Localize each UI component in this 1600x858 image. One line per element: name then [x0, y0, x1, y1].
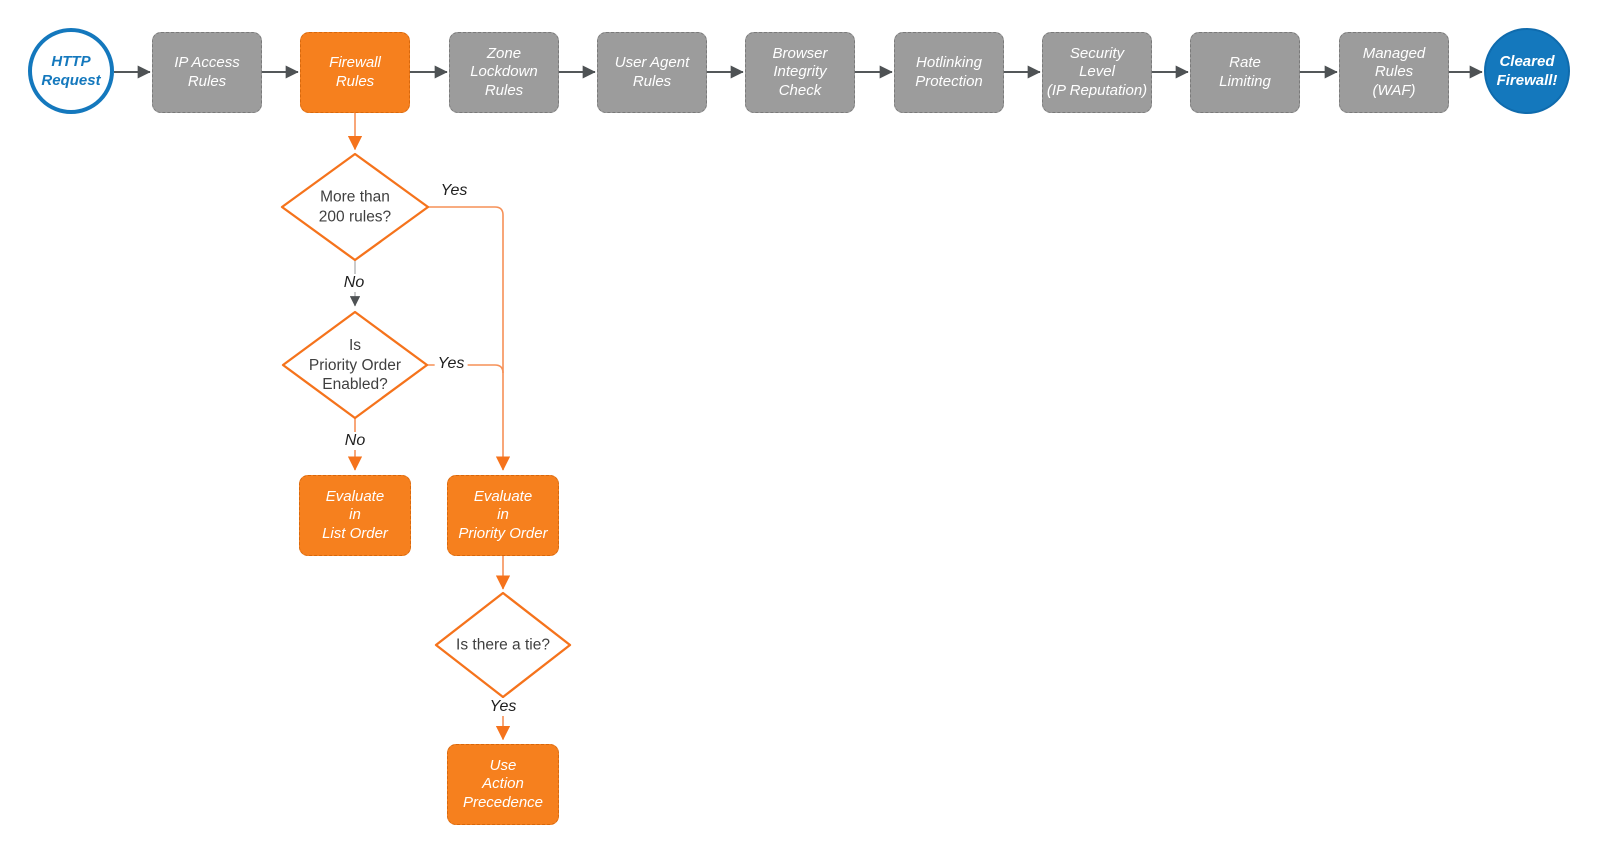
decision3-diamond: [434, 591, 572, 699]
evaluate-priority-order-label: Evaluate in Priority Order: [458, 487, 548, 542]
node-http-request: HTTP Request: [28, 28, 114, 114]
security-level-label: Security Level (IP Reputation): [1046, 44, 1148, 99]
connector-decision1-yes: [428, 206, 511, 471]
connector-decision2-yes: [427, 364, 504, 374]
node-user-agent-rules: User Agent Rules: [597, 32, 707, 113]
user-agent-rules-label: User Agent Rules: [614, 54, 690, 90]
cleared-firewall-label: Cleared Firewall!: [1496, 53, 1558, 89]
use-action-precedence-label: Use Action Precedence: [462, 756, 544, 811]
edge-label-yes2: Yes: [434, 355, 468, 373]
node-browser-integrity-check: Browser Integrity Check: [745, 32, 855, 113]
node-ip-access-rules: IP Access Rules: [152, 32, 262, 113]
node-cleared-firewall: Cleared Firewall!: [1484, 28, 1570, 114]
node-rate-limiting: Rate Limiting: [1190, 32, 1300, 113]
node-evaluate-priority-order: Evaluate in Priority Order: [447, 475, 559, 556]
node-managed-rules-waf: Managed Rules (WAF): [1339, 32, 1449, 113]
edge-label-no1: No: [340, 274, 368, 292]
ip-access-rules-label: IP Access Rules: [174, 54, 240, 90]
node-use-action-precedence: Use Action Precedence: [447, 744, 559, 825]
node-security-level: Security Level (IP Reputation): [1042, 32, 1152, 113]
decision2-text: Is Priority Order Enabled?: [308, 336, 402, 393]
browser-integrity-check-label: Browser Integrity Check: [772, 44, 828, 99]
evaluate-list-order-label: Evaluate in List Order: [322, 487, 388, 542]
edge-label-no2: No: [341, 432, 369, 450]
hotlinking-protection-label: Hotlinking Protection: [915, 54, 983, 90]
zone-lockdown-rules-label: Zone Lockdown Rules: [470, 44, 538, 99]
edge-label-yes3: Yes: [486, 698, 520, 716]
firewall-rules-label: Firewall Rules: [329, 54, 381, 90]
decision-diamonds: [280, 152, 572, 699]
decision1-diamond: [280, 152, 430, 262]
node-hotlinking-protection: Hotlinking Protection: [894, 32, 1004, 113]
rate-limiting-label: Rate Limiting: [1219, 54, 1271, 90]
decision2-diamond: [281, 310, 429, 420]
edge-label-yes1: Yes: [437, 182, 471, 200]
node-zone-lockdown-rules: Zone Lockdown Rules: [449, 32, 559, 113]
node-firewall-rules: Firewall Rules: [300, 32, 410, 113]
managed-rules-waf-label: Managed Rules (WAF): [1362, 44, 1426, 99]
http-request-label: HTTP Request: [41, 53, 101, 89]
node-evaluate-list-order: Evaluate in List Order: [299, 475, 411, 556]
decision1-text: More than 200 rules?: [318, 188, 392, 226]
decision3-text: Is there a tie?: [456, 636, 550, 654]
